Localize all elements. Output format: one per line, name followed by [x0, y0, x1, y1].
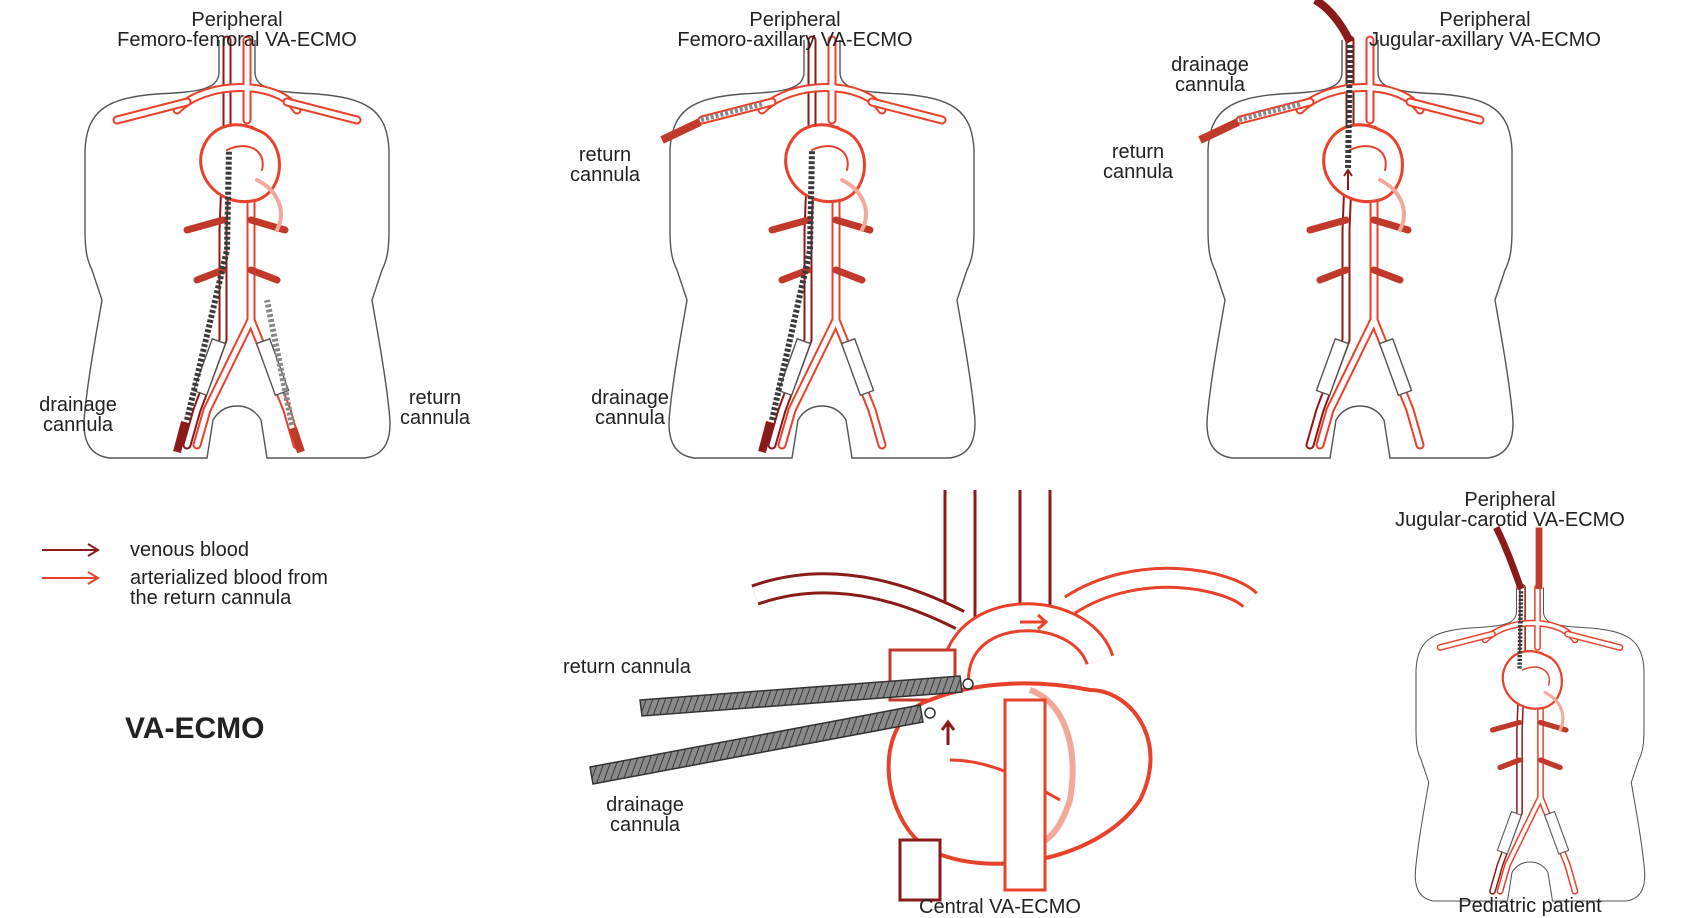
label-return-cannula: return cannula	[550, 145, 660, 185]
label-drainage-cannula: drainage cannula	[570, 388, 690, 428]
label-line: drainage	[1150, 55, 1270, 75]
title-line2: Jugular-carotid VA-ECMO	[1340, 510, 1680, 530]
label-line: cannula	[1150, 75, 1270, 95]
label-drainage-cannula: drainage cannula	[1150, 55, 1270, 95]
title-line1: Peripheral	[1320, 10, 1650, 30]
label-line: drainage	[8, 395, 148, 415]
title-jugular-axillary: Peripheral Jugular-axillary VA-ECMO	[1320, 10, 1650, 50]
label-line: cannula	[8, 415, 148, 435]
label-line: cannula	[550, 165, 660, 185]
legend-arterial-label: arterialized blood from the return cannu…	[130, 568, 328, 608]
caption-pediatric: Pediatric patient	[1420, 896, 1640, 916]
label-line: return	[380, 388, 490, 408]
label-line: return	[1083, 142, 1193, 162]
arrow-arterial-icon	[40, 570, 102, 586]
label-return-cannula: return cannula	[380, 388, 490, 428]
label-line: drainage	[585, 795, 705, 815]
title-femoro-axillary: Peripheral Femoro-axillary VA-ECMO	[640, 10, 950, 50]
caption-central: Central VA-ECMO	[880, 897, 1120, 917]
label-return-cannula: return cannula	[563, 657, 691, 677]
title-femoro-femoral: Peripheral Femoro-femoral VA-ECMO	[87, 10, 387, 50]
title-line1: Peripheral	[640, 10, 950, 30]
label-drainage-cannula: drainage cannula	[585, 795, 705, 835]
label-line: cannula	[380, 408, 490, 428]
legend-venous-label: venous blood	[130, 540, 249, 560]
legend-arterial: arterialized blood from the return cannu…	[40, 568, 328, 608]
label-drainage-cannula: drainage cannula	[8, 395, 148, 435]
arrow-venous-icon	[40, 542, 102, 558]
title-line2: Femoro-axillary VA-ECMO	[640, 30, 950, 50]
figure-pediatric	[1415, 528, 1645, 902]
label-return-cannula: return cannula	[1083, 142, 1193, 182]
label-line: cannula	[1083, 162, 1193, 182]
label-line: cannula	[570, 408, 690, 428]
title-line2: Femoro-femoral VA-ECMO	[87, 30, 387, 50]
main-label: VA-ECMO	[125, 712, 264, 746]
legend-line: arterialized blood from	[130, 568, 328, 588]
title-line2: Jugular-axillary VA-ECMO	[1320, 30, 1650, 50]
title-line1: Peripheral	[1340, 490, 1680, 510]
legend-line: the return cannula	[130, 588, 328, 608]
label-line: return	[550, 145, 660, 165]
title-line1: Peripheral	[87, 10, 387, 30]
figure-central	[590, 490, 1250, 900]
label-line: drainage	[570, 388, 690, 408]
label-line: cannula	[585, 815, 705, 835]
title-jugular-carotid: Peripheral Jugular-carotid VA-ECMO	[1340, 490, 1680, 530]
figure-femoro-axillary	[662, 40, 975, 458]
legend-venous: venous blood	[40, 540, 249, 560]
